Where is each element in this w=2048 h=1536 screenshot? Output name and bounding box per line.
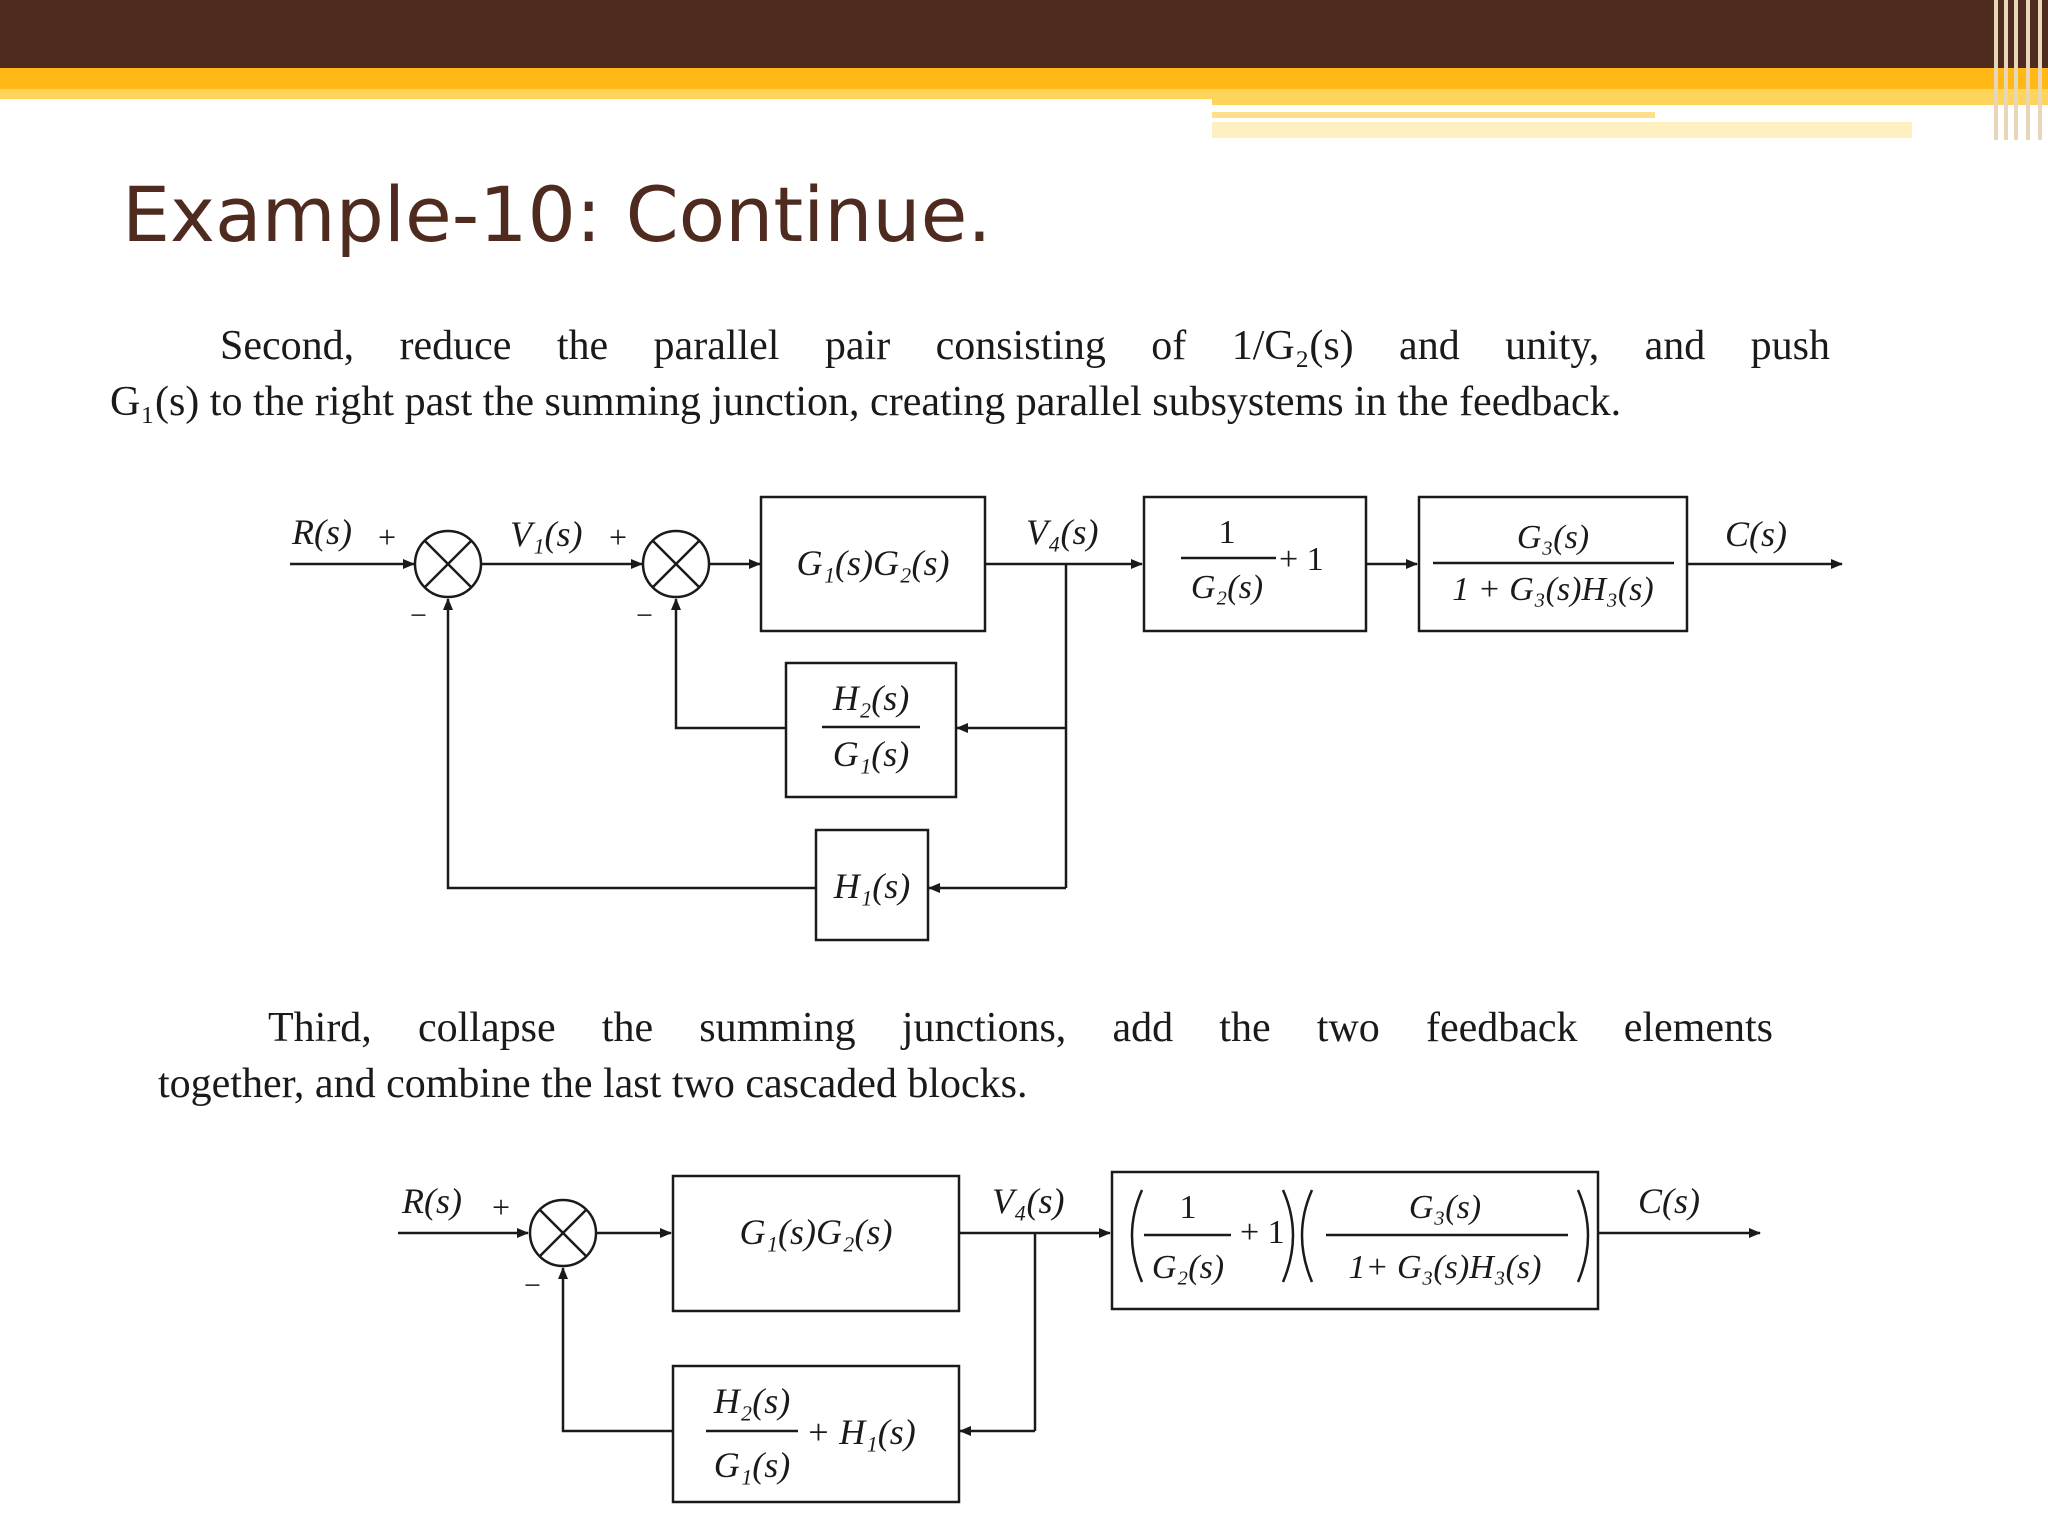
minus-sign: − (636, 599, 653, 632)
feedback-path-inner (671, 598, 786, 730)
label-v4: V₄(s) (992, 1181, 1065, 1221)
fb-inner-numerator: H₂(s) (832, 678, 910, 718)
combined-denominator-2: 1+ G₃(s)H₃(s) (1349, 1249, 1542, 1286)
feedback-block-inner (784, 661, 958, 799)
paren (1281, 1189, 1295, 1283)
fb-denominator: G₁(s) (714, 1445, 791, 1485)
label-output: C(s) (1725, 514, 1787, 554)
accent-stripe-thin (1212, 112, 1655, 118)
paren (1130, 1189, 1144, 1283)
diagram-step-three (398, 1170, 1761, 1504)
accent-stripe-pale (1212, 122, 1912, 138)
combined-denominator-1: G₂(s) (1152, 1249, 1224, 1286)
fb-outer-label: H₁(s) (833, 866, 911, 906)
combined-block (1110, 1170, 1600, 1311)
paragraph-step-two: Second, reduce the parallel pair consist… (110, 318, 1930, 430)
feedback-block (671, 1364, 961, 1504)
label-input: R(s) (291, 512, 352, 552)
slide-title: Example-10: Continue. (122, 170, 992, 259)
paragraph-line: Third, collapse the summing junctions, a… (268, 1005, 1773, 1051)
forward-block-label: G₁(s)G₂(s) (797, 543, 950, 583)
block2-numerator: 1 (1219, 514, 1236, 551)
label-input: R(s) (401, 1181, 462, 1221)
diagram-step-two (290, 495, 1843, 942)
block2-denominator: G₂(s) (1191, 569, 1263, 606)
label-output: C(s) (1638, 1181, 1700, 1221)
block3-numerator: G₃(s) (1517, 519, 1589, 556)
label-v4: V₄(s) (1026, 512, 1099, 552)
plus-sign: + (609, 519, 627, 555)
accent-stripe-light (0, 89, 1212, 99)
combined-numerator-2: G₃(s) (1409, 1189, 1481, 1226)
paren (1576, 1189, 1590, 1283)
decor-line (1994, 0, 1998, 140)
combined-numerator-1: 1 (1180, 1189, 1197, 1226)
accent-stripe (0, 68, 2048, 89)
decor-line (2038, 0, 2042, 140)
summing-junction-1 (413, 529, 483, 599)
feedback-path (558, 1267, 673, 1433)
fb-add: + H₁(s) (806, 1412, 916, 1452)
paragraph-line: together, and combine the last two casca… (158, 1061, 1028, 1107)
fb-numerator: H₂(s) (713, 1381, 791, 1421)
paren (1300, 1189, 1314, 1283)
paragraph-line: G₁(s) to the right past the summing junc… (110, 379, 1622, 425)
block2-add: + 1 (1279, 541, 1324, 578)
paragraph-step-three: Third, collapse the summing junctions, a… (158, 1000, 1773, 1112)
forward-block-label: G₁(s)G₂(s) (740, 1212, 893, 1252)
feedback-path-outer (443, 598, 816, 890)
plus-sign: + (492, 1189, 510, 1225)
summing-junction-2 (641, 529, 711, 599)
paragraph-line: Second, reduce the parallel pair consist… (220, 323, 1830, 369)
decor-line (2014, 0, 2018, 140)
label-v1: V₁(s) (510, 514, 583, 554)
fb-inner-denominator: G₁(s) (833, 734, 910, 774)
minus-sign: − (524, 1269, 541, 1302)
forward-block (671, 1174, 961, 1313)
header-bar (0, 0, 2048, 68)
plus-sign: + (378, 519, 396, 555)
diagram-step-three-labels: R(s) + − G₁(s)G₂(s) V₄(s) 1 G₂(s) + 1 G₃… (401, 1181, 1700, 1485)
decor-line (2026, 0, 2030, 140)
block3-denominator: 1 + G₃(s)H₃(s) (1452, 571, 1653, 608)
accent-stripe-light-right (1212, 89, 2048, 105)
decor-line (2004, 0, 2008, 140)
block-unity-sum (1142, 495, 1368, 633)
combined-add: + 1 (1240, 1214, 1285, 1251)
diagram-step-two-labels: R(s) + − V₁(s) + − G₁(s)G₂(s) V₄(s) 1 G₂… (291, 512, 1787, 906)
summing-junction (528, 1198, 598, 1268)
minus-sign: − (410, 599, 427, 632)
feedback-block-outer (814, 828, 930, 942)
